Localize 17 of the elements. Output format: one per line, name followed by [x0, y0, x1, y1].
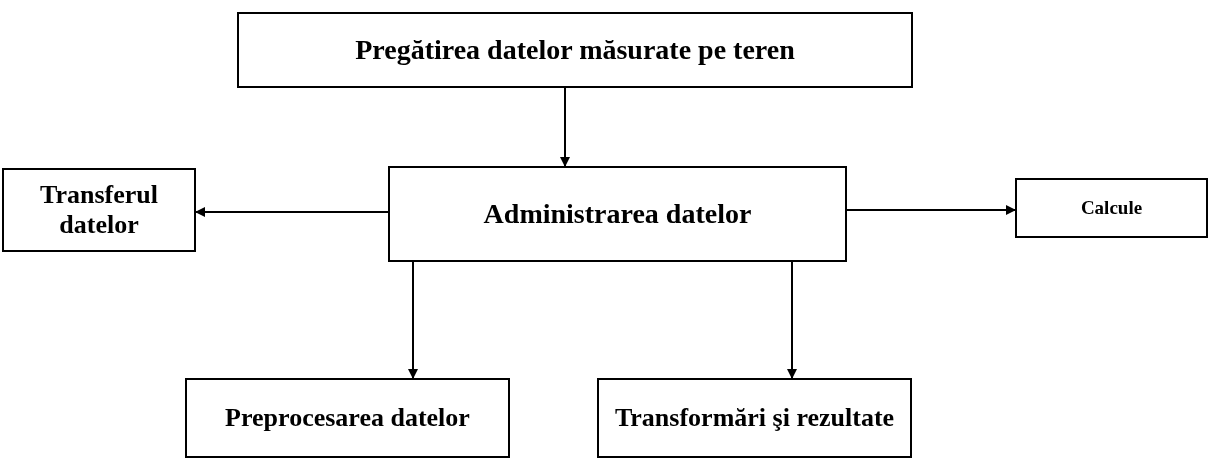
process-box: [597, 378, 912, 458]
process-box: [185, 378, 510, 458]
arrow: [560, 87, 570, 167]
box-label: Transferul datelor: [39, 180, 159, 240]
arrow: [408, 261, 418, 379]
box-label: Pregătirea datelor măsurate pe teren: [355, 33, 795, 67]
process-box: [2, 168, 196, 252]
process-box: [237, 12, 913, 88]
box-label: Administrarea datelor: [483, 197, 752, 231]
arrow: [195, 207, 389, 217]
box-label: Calcule: [1080, 197, 1143, 219]
process-box: [388, 166, 847, 262]
box-label: Transformări şi rezultate: [614, 403, 895, 433]
box-label: Preprocesarea datelor: [225, 403, 470, 433]
process-box: [1015, 178, 1208, 238]
arrow: [846, 205, 1016, 215]
arrow: [787, 261, 797, 379]
